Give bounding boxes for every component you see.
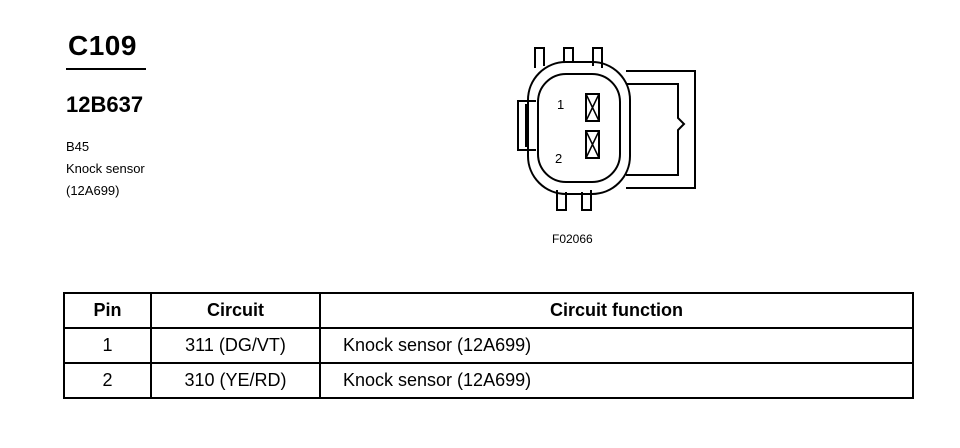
table-header-row: Pin Circuit Circuit function bbox=[63, 292, 914, 329]
terminal-1 bbox=[585, 93, 600, 122]
component-part-number: (12A699) bbox=[66, 183, 120, 198]
connector-cavity-outline bbox=[537, 73, 621, 183]
connector-id: C109 bbox=[68, 30, 137, 61]
cell-circuit: 311 (DG/VT) bbox=[150, 327, 321, 364]
connector-bottom-tab-right bbox=[581, 190, 592, 211]
cell-pin: 1 bbox=[63, 327, 152, 364]
pin-label-1: 1 bbox=[557, 97, 564, 112]
cell-function: Knock sensor (12A699) bbox=[319, 362, 914, 399]
connector-face-diagram: 1 2 bbox=[517, 47, 696, 211]
connector-bottom-tab-left bbox=[556, 190, 567, 211]
cell-circuit: 310 (YE/RD) bbox=[150, 362, 321, 399]
connector-latch bbox=[626, 70, 696, 189]
header-pin: Pin bbox=[63, 292, 152, 329]
connector-top-tab-right bbox=[592, 47, 603, 68]
terminal-2 bbox=[585, 130, 600, 159]
terminal-1-cross bbox=[585, 93, 600, 122]
terminal-2-cross bbox=[585, 130, 600, 159]
figure-code: F02066 bbox=[552, 232, 593, 246]
title-underline bbox=[66, 68, 146, 70]
cell-function: Knock sensor (12A699) bbox=[319, 327, 914, 364]
table-row: 2 310 (YE/RD) Knock sensor (12A699) bbox=[63, 362, 914, 399]
table-row: 1 311 (DG/VT) Knock sensor (12A699) bbox=[63, 327, 914, 364]
cell-pin: 2 bbox=[63, 362, 152, 399]
part-number: 12B637 bbox=[66, 92, 144, 117]
pin-table: Pin Circuit Circuit function 1 311 (DG/V… bbox=[63, 292, 914, 399]
header-circuit-function: Circuit function bbox=[319, 292, 914, 329]
connector-top-tab-left bbox=[534, 47, 545, 68]
pin-label-2: 2 bbox=[555, 151, 562, 166]
connector-body bbox=[527, 61, 631, 195]
component-code: B45 bbox=[66, 139, 90, 154]
connector-latch-inner bbox=[626, 83, 686, 176]
component-name: Knock sensor bbox=[66, 161, 145, 176]
header-circuit: Circuit bbox=[150, 292, 321, 329]
connector-top-tab-middle bbox=[563, 47, 574, 62]
